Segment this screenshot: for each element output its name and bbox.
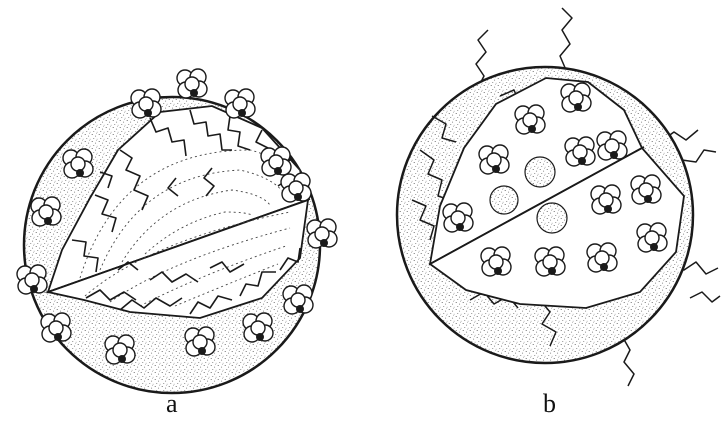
micelle-a-head-group xyxy=(281,173,311,202)
micelle-a-head-group xyxy=(185,327,215,356)
micelle-a-head-group xyxy=(41,313,71,342)
micelle-b-head-group xyxy=(561,83,591,112)
micelle-a-head-group xyxy=(31,197,61,226)
panel-a-micelle xyxy=(17,69,337,393)
micelle-a-head-group xyxy=(243,313,273,342)
panel-label-a: a xyxy=(166,391,178,417)
micelle-a-head-group xyxy=(225,89,255,118)
micelle-a-head-group xyxy=(177,69,207,98)
micelle-b-head-group xyxy=(637,223,667,252)
micelle-b-head-group xyxy=(443,203,473,232)
micelle-a-head-group xyxy=(63,149,93,178)
micelle-b-head-group xyxy=(631,175,661,204)
micelle-b-head-group xyxy=(515,105,545,134)
micelle-a-head-group xyxy=(307,219,337,248)
micelle-a-head-group xyxy=(261,147,291,176)
micelle-b-head-group xyxy=(597,131,627,160)
micelle-b-head-group xyxy=(535,247,565,276)
micelle-b-head-group xyxy=(591,185,621,214)
micelle-a-head-group xyxy=(283,285,313,314)
micelle-b-head-group xyxy=(481,247,511,276)
micelle-b-head-group xyxy=(565,137,595,166)
micelle-b-head-group xyxy=(479,145,509,174)
micelle-a-head-group xyxy=(131,89,161,118)
micelle-a-head-group xyxy=(17,265,47,294)
micelle-a-head-group xyxy=(105,335,135,364)
panel-b-micelle xyxy=(397,8,720,386)
panel-label-b: b xyxy=(543,391,556,417)
micelle-b-head-group xyxy=(587,243,617,272)
